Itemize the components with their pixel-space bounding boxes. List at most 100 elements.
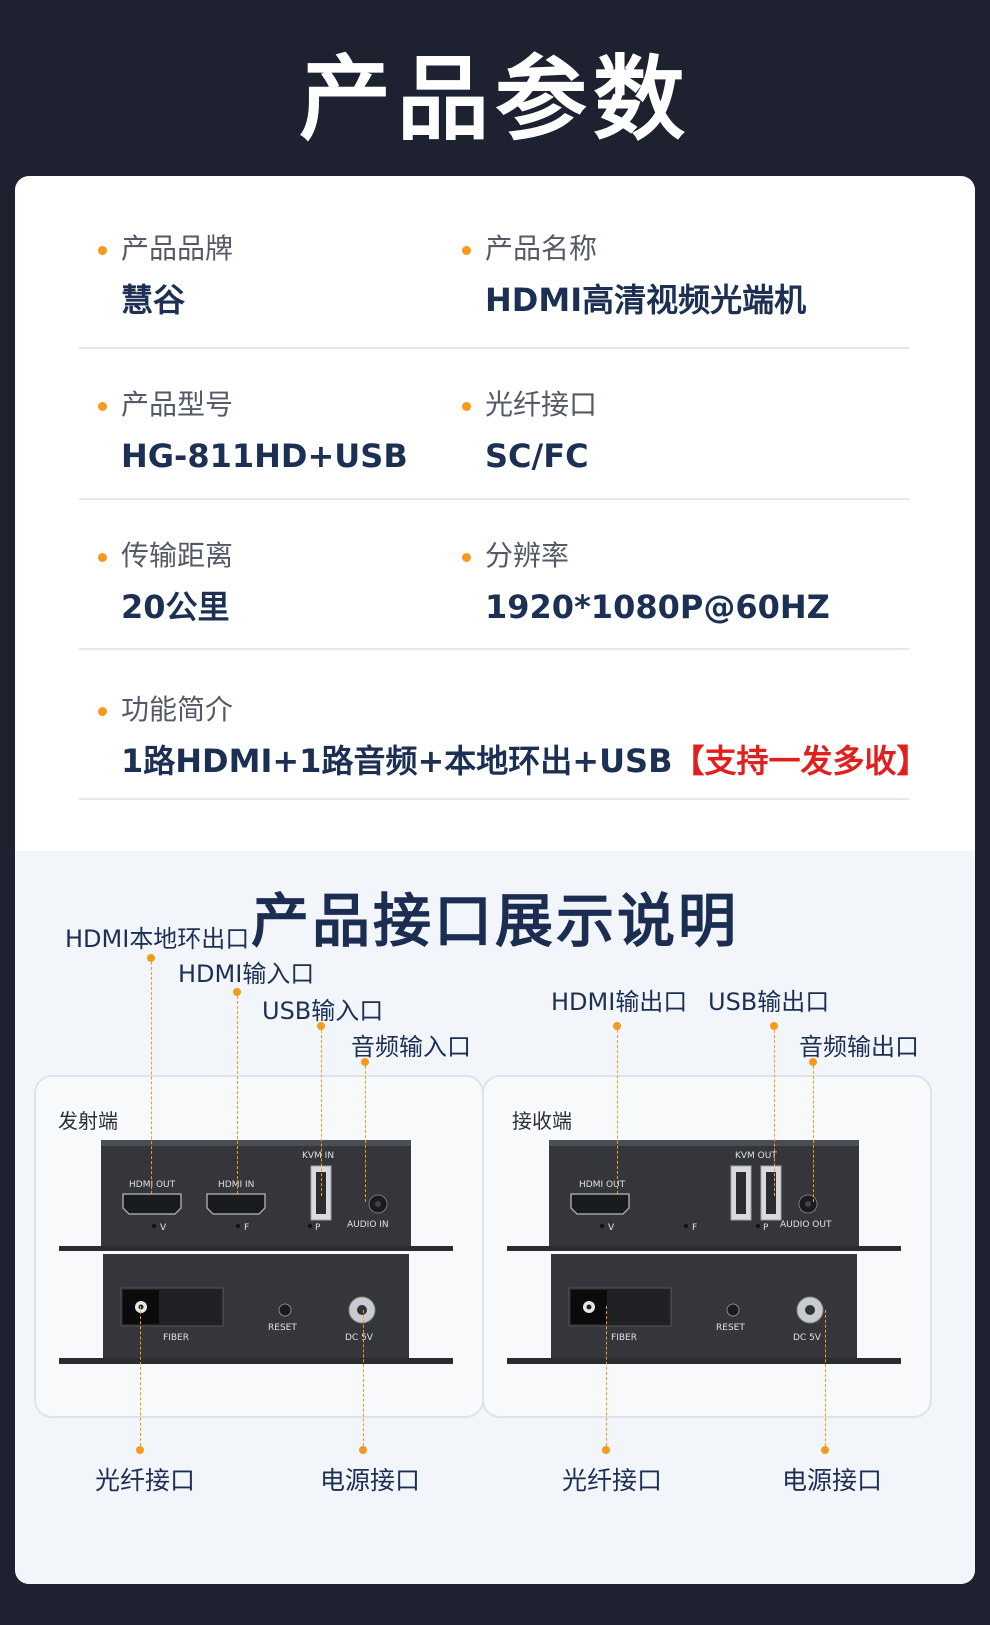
callout-tx-fiber: 光纤接口	[95, 1466, 196, 1495]
callout-usb-out: USB输出口	[708, 988, 830, 1016]
callout-dot	[770, 1022, 778, 1030]
usb-port-slot	[736, 1172, 746, 1214]
spec-value: 1920*1080P@60HZ	[485, 588, 830, 626]
spec-label: 光纤接口	[485, 388, 598, 421]
callout-dot	[602, 1446, 610, 1454]
usb-port-slot	[766, 1172, 776, 1214]
transmitter-device: HDMI OUT V HDMI IN F KVM IN P AUDIO IN F…	[59, 1140, 453, 1364]
label-hdmi-in: HDMI IN	[218, 1180, 254, 1190]
spec-resolution: 分辨率 1920*1080P@60HZ	[462, 539, 830, 627]
label-p: P	[315, 1223, 321, 1233]
bullet-dot	[462, 245, 471, 255]
label-kvm: KVM OUT	[735, 1151, 777, 1161]
device-flange	[59, 1246, 453, 1251]
led-v	[600, 1224, 604, 1228]
callout-hdmi-out: HDMI输出口	[551, 988, 688, 1016]
spec-label: 分辨率	[485, 539, 570, 572]
led-f	[236, 1224, 240, 1228]
label-f: F	[244, 1223, 249, 1233]
divider	[79, 347, 909, 349]
label-dc: DC 5V	[793, 1333, 822, 1343]
spec-value: 1路HDMI+1路音频+本地环出+USB	[121, 742, 673, 780]
fiber-core	[586, 1304, 592, 1310]
leader-line	[606, 1306, 607, 1446]
callout-hdmi-loop: HDMI本地环出口	[65, 925, 250, 953]
callout-dot	[361, 1058, 369, 1066]
leader-line	[363, 1310, 364, 1446]
hdmi-in-port	[206, 1193, 266, 1215]
callout-hdmi-in: HDMI输入口	[178, 960, 315, 988]
fiber-core	[138, 1304, 144, 1310]
hdmi-out-port	[122, 1193, 182, 1215]
led-v	[152, 1224, 156, 1228]
callout-usb-in: USB输入口	[262, 997, 384, 1025]
device-flange	[507, 1246, 901, 1251]
callout-dot	[809, 1058, 817, 1066]
bullet-dot	[98, 706, 107, 716]
device-edge	[101, 1140, 411, 1146]
leader-line	[813, 1066, 814, 1202]
reset-button	[726, 1303, 740, 1317]
spec-model: 产品型号 HG-811HD+USB	[98, 388, 408, 476]
label-audio: AUDIO IN	[347, 1220, 389, 1230]
callout-dot	[821, 1446, 829, 1454]
callout-dot	[233, 988, 241, 996]
bullet-dot	[462, 401, 471, 411]
receiver-label: 接收端	[512, 1109, 572, 1133]
leader-line	[825, 1310, 826, 1446]
reset-button	[278, 1303, 292, 1317]
led-p	[756, 1224, 760, 1228]
callout-audio-out: 音频输出口	[799, 1033, 919, 1061]
label-v: V	[160, 1223, 167, 1233]
transmitter-label: 发射端	[58, 1109, 118, 1133]
leader-line	[617, 1030, 618, 1194]
spec-brand: 产品品牌 慧谷	[98, 232, 234, 320]
receiver-device: HDMI OUT V F KVM OUT P AUDIO OUT FIBER R…	[507, 1140, 901, 1364]
bullet-dot	[98, 552, 107, 562]
spec-product-name: 产品名称 HDMI高清视频光端机	[462, 232, 807, 320]
spec-label: 产品型号	[121, 388, 234, 421]
led-f	[684, 1224, 688, 1228]
label-kvm: KVM IN	[302, 1151, 334, 1161]
spec-card: 产品品牌 慧谷 产品名称 HDMI高清视频光端机 产品型号 HG-811HD+U…	[15, 176, 975, 1584]
callout-dot	[147, 954, 155, 962]
spec-label: 功能简介	[121, 693, 234, 726]
divider	[79, 498, 909, 500]
label-f: F	[692, 1223, 697, 1233]
spec-distance: 传输距离 20公里	[98, 539, 234, 627]
label-reset: RESET	[716, 1323, 745, 1333]
audio-jack-core	[805, 1201, 811, 1207]
interface-title: 产品接口展示说明	[250, 887, 739, 955]
leader-line	[774, 1030, 775, 1196]
spec-highlight: 【支持一发多收】	[672, 742, 929, 780]
spec-label: 产品品牌	[121, 232, 234, 265]
device-edge	[549, 1140, 859, 1146]
dc-jack-core	[805, 1305, 815, 1315]
leader-line	[321, 1030, 322, 1196]
page-title: 产品参数	[298, 46, 691, 153]
spec-label: 产品名称	[485, 232, 598, 265]
spec-value: 慧谷	[121, 281, 186, 319]
divider	[79, 648, 909, 650]
spec-value: HDMI高清视频光端机	[485, 281, 807, 319]
label-hdmi-out: HDMI OUT	[129, 1180, 176, 1190]
label-reset: RESET	[268, 1323, 297, 1333]
label-hdmi-out: HDMI OUT	[579, 1180, 626, 1190]
label-p: P	[763, 1223, 769, 1233]
led-p	[308, 1224, 312, 1228]
label-fiber: FIBER	[611, 1333, 637, 1343]
bullet-dot	[98, 245, 107, 255]
audio-jack-core	[375, 1201, 381, 1207]
device-flange	[507, 1358, 901, 1364]
callout-rx-power: 电源接口	[782, 1466, 883, 1495]
callout-rx-fiber: 光纤接口	[562, 1466, 663, 1495]
divider	[79, 798, 909, 800]
label-fiber: FIBER	[163, 1333, 189, 1343]
leader-line	[365, 1066, 366, 1202]
spec-label: 传输距离	[121, 539, 234, 572]
spec-value: 20公里	[121, 588, 230, 626]
callout-dot	[613, 1022, 621, 1030]
hdmi-out-port	[570, 1193, 630, 1215]
device-flange	[59, 1358, 453, 1364]
label-v: V	[608, 1223, 615, 1233]
